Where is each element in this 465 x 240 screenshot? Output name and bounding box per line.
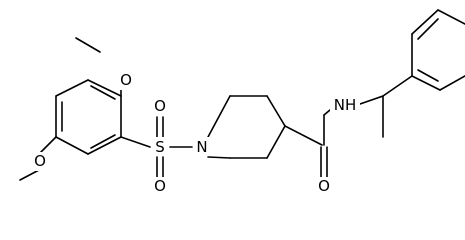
bond (323, 109, 331, 116)
bond (120, 136, 151, 148)
bond (411, 9, 439, 35)
bond (266, 125, 286, 159)
bond (417, 18, 439, 40)
bond (90, 134, 116, 149)
bond (207, 95, 231, 138)
atom-o-methoxy-bottom: O (34, 152, 46, 170)
bond (207, 156, 231, 159)
bond (19, 169, 40, 181)
bonds (19, 9, 465, 181)
bond (417, 69, 439, 82)
bond (266, 95, 286, 127)
atom-o-sulfonyl-bottom: O (154, 177, 166, 195)
bond (87, 136, 122, 155)
bond (75, 37, 101, 53)
bond (439, 75, 465, 91)
atom-s-sulfonyl: S (155, 138, 165, 156)
bond (55, 136, 89, 155)
atom-nh-amide: NH (334, 96, 357, 114)
bond (382, 75, 413, 97)
bond (55, 79, 89, 97)
atom-o-carbonyl: O (318, 177, 330, 195)
bond (38, 136, 57, 155)
bond (90, 85, 116, 100)
atom-o-sulfonyl-top: O (154, 97, 166, 115)
bond (284, 125, 323, 146)
molecule-structure: O O S O O N NH O (19, 9, 465, 196)
bond (437, 9, 465, 25)
atom-n-piperidine: N (196, 138, 207, 156)
atom-labels: O O S O O N NH O (30, 71, 360, 196)
bond (87, 79, 122, 97)
bond (411, 75, 441, 91)
atom-o-methoxy-top: O (120, 71, 132, 89)
bond (359, 95, 384, 105)
